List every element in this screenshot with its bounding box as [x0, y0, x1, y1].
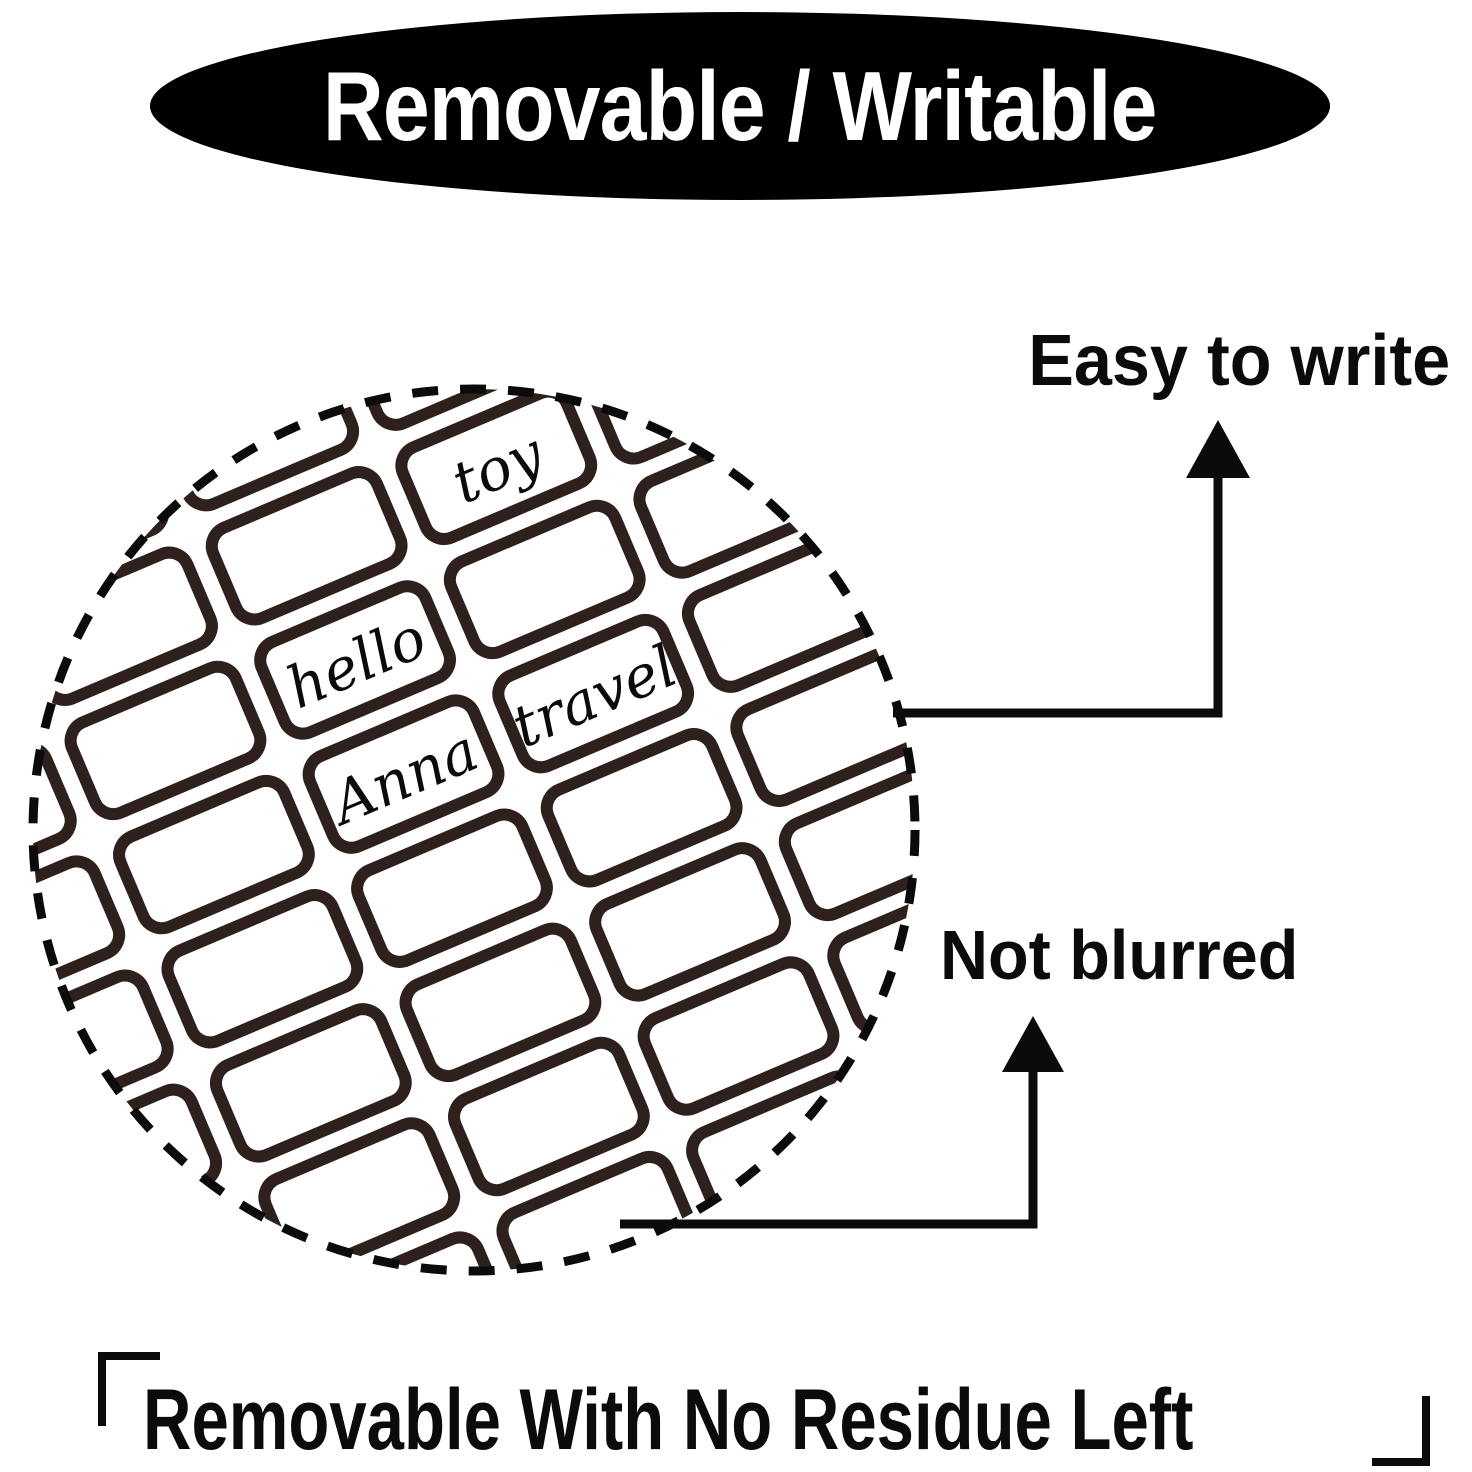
- callout-arrow-easy-to-write: [893, 420, 1250, 718]
- page-title: Removable / Writable: [323, 51, 1158, 161]
- magnified-sticker-sheet: hello toy Anna travel: [33, 389, 915, 1271]
- bracket-bottom-right: [1372, 1396, 1430, 1466]
- header-banner: Removable / Writable: [150, 12, 1330, 200]
- bracket-top-left: [98, 1352, 160, 1426]
- callout-label-easy-to-write: Easy to write: [1028, 321, 1450, 401]
- magnifier-circle: [28, 384, 920, 1276]
- bottom-caption: Removable With No Residue Left: [143, 1372, 1194, 1468]
- callout-arrow-not-blurred: [620, 1016, 1064, 1229]
- callout-label-not-blurred: Not blurred: [940, 916, 1299, 994]
